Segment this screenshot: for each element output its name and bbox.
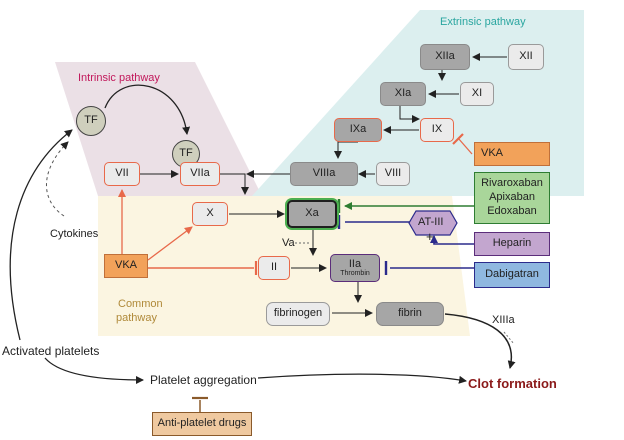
tissue-factor-node-top: TF <box>76 106 106 136</box>
antithrombin-hexagon <box>408 210 458 236</box>
extrinsic-pathway-label: Extrinsic pathway <box>440 16 526 28</box>
fibrin-node: fibrin <box>376 302 444 326</box>
vka-drug-box-right: VKA <box>474 142 550 166</box>
anti-platelet-drugs-box: Anti-platelet drugs <box>152 412 252 436</box>
factor-VIIIa-node: VIIIa <box>290 162 358 186</box>
factor-Xa-node: Xa <box>287 200 337 228</box>
factor-IXa-node: IXa <box>334 118 382 142</box>
factor-VIIa-node: VIIa <box>180 162 220 186</box>
vka-drug-box-left: VKA <box>104 254 148 278</box>
factor-X-node: X <box>192 202 228 226</box>
common-pathway-label: Common <box>118 298 163 310</box>
fibrinogen-node: fibrinogen <box>266 302 330 326</box>
direct-xa-inhibitors-box: Rivaroxaban Apixaban Edoxaban <box>474 172 550 224</box>
intrinsic-pathway-label: Intrinsic pathway <box>78 72 160 84</box>
factor-XIIa-node: XIIa <box>420 44 470 70</box>
factor-VIII-node: VIII <box>376 162 410 186</box>
clot-formation-label: Clot formation <box>468 376 557 391</box>
factor-XIa-node: XIa <box>380 82 426 106</box>
factor-II-node: II <box>258 256 290 280</box>
factor-XI-node: XI <box>460 82 494 106</box>
edoxaban-label: Edoxaban <box>487 204 537 217</box>
dabigatran-drug-box: Dabigatran <box>474 262 550 288</box>
cytokines-label: Cytokines <box>50 228 99 240</box>
heparin-drug-box: Heparin <box>474 232 550 256</box>
heparin-plus-sign: + <box>426 229 434 244</box>
thrombin-label: Thrombin <box>340 270 370 278</box>
rivaroxaban-label: Rivaroxaban <box>481 177 543 190</box>
factor-IIa-thrombin-node: IIa Thrombin <box>330 254 380 282</box>
factor-IIa-label: IIa <box>348 257 362 270</box>
apixaban-label: Apixaban <box>489 191 535 204</box>
factor-XIIIa-label: XIIIa <box>492 314 515 326</box>
factor-Va-label: Va <box>282 237 295 249</box>
factor-VII-node: VII <box>104 162 140 186</box>
antithrombin-label: AT-III <box>418 216 444 228</box>
platelet-aggregation-label: Platelet aggregation <box>150 373 257 387</box>
factor-XII-node: XII <box>508 44 544 70</box>
common-pathway-label-line2: pathway <box>116 312 157 324</box>
factor-IX-node: IX <box>420 118 454 142</box>
activated-platelets-label: Activated platelets <box>2 344 100 358</box>
